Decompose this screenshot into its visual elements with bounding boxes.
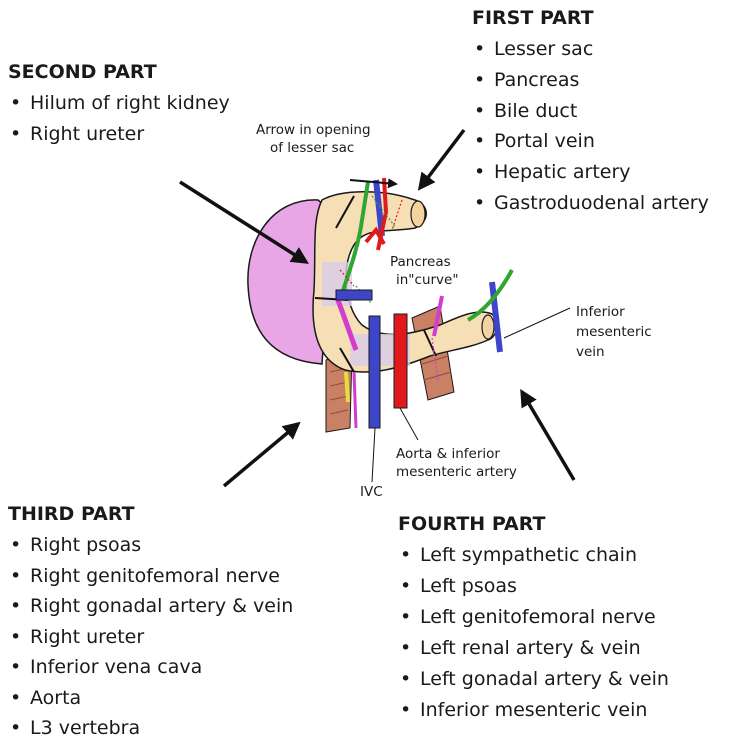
list-item: Hepatic artery [472,157,709,188]
third-part-heading: THIRD PART [8,502,293,526]
list-item: Lesser sac [472,34,709,65]
ivc-shape [369,316,380,428]
aorta-ima-label-line2: mesenteric artery [396,464,517,481]
lesser-sac-label-line1: Arrow in opening [256,122,371,139]
first-part-list: Lesser sac Pancreas Bile duct Portal vei… [472,34,709,219]
list-item: Right ureter [8,119,230,150]
first-part-heading: FIRST PART [472,6,709,30]
list-item: Bile duct [472,96,709,127]
fourth-part-list: Left sympathetic chain Left psoas Left g… [398,540,669,726]
list-item: Left renal artery & vein [398,633,669,664]
ivc-leader [372,428,375,482]
list-item: Right gonadal artery & vein [8,591,293,622]
pancreas-label-line1: Pancreas [390,254,451,271]
list-item: Gastroduodenal artery [472,188,709,219]
list-item: Inferior mesenteric vein [398,695,669,726]
fourth-part-block: FOURTH PART Left sympathetic chain Left … [398,512,669,726]
duodenum-lumen-fourth [482,315,494,339]
list-item: Left psoas [398,571,669,602]
first-part-block: FIRST PART Lesser sac Pancreas Bile duct… [472,6,709,219]
imv-leader [504,308,570,338]
list-item: Inferior vena cava [8,652,293,683]
list-item: Pancreas [472,65,709,96]
first-part-arrow [420,130,464,188]
right-ureter-shape [346,372,348,402]
third-part-arrow [224,424,298,486]
fourth-part-arrow [522,392,574,480]
list-item: Right psoas [8,530,293,561]
imv-label-line3: vein [576,344,605,361]
fourth-part-heading: FOURTH PART [398,512,669,536]
third-part-list: Right psoas Right genitofemoral nerve Ri… [8,530,293,744]
second-part-heading: SECOND PART [8,60,230,84]
renal-vein-shape [336,290,372,300]
pancreas-label-line2: in"curve" [396,272,459,289]
list-item: Hilum of right kidney [8,88,230,119]
imv-label-line1: Inferior [576,304,625,321]
list-item: Left genitofemoral nerve [398,602,669,633]
list-item: Portal vein [472,126,709,157]
aorta-shape [394,314,407,408]
second-part-list: Hilum of right kidney Right ureter [8,88,230,149]
lesser-sac-label-line2: of lesser sac [270,140,354,157]
lesser-sac-arrow [350,180,396,184]
list-item: L3 vertebra [8,713,293,744]
duodenum-lumen-first [411,201,425,227]
list-item: Right ureter [8,622,293,653]
ivc-label: IVC [360,484,383,501]
list-item: Left gonadal artery & vein [398,664,669,695]
list-item: Left sympathetic chain [398,540,669,571]
third-part-block: THIRD PART Right psoas Right genitofemor… [8,502,293,744]
list-item: Right genitofemoral nerve [8,561,293,592]
right-gonadal-lower-shape [354,372,356,428]
second-part-block: SECOND PART Hilum of right kidney Right … [8,60,230,149]
aorta-leader [400,408,418,440]
list-item: Aorta [8,683,293,714]
imv-label-line2: mesenteric [576,324,652,341]
aorta-ima-label-line1: Aorta & inferior [396,446,500,463]
